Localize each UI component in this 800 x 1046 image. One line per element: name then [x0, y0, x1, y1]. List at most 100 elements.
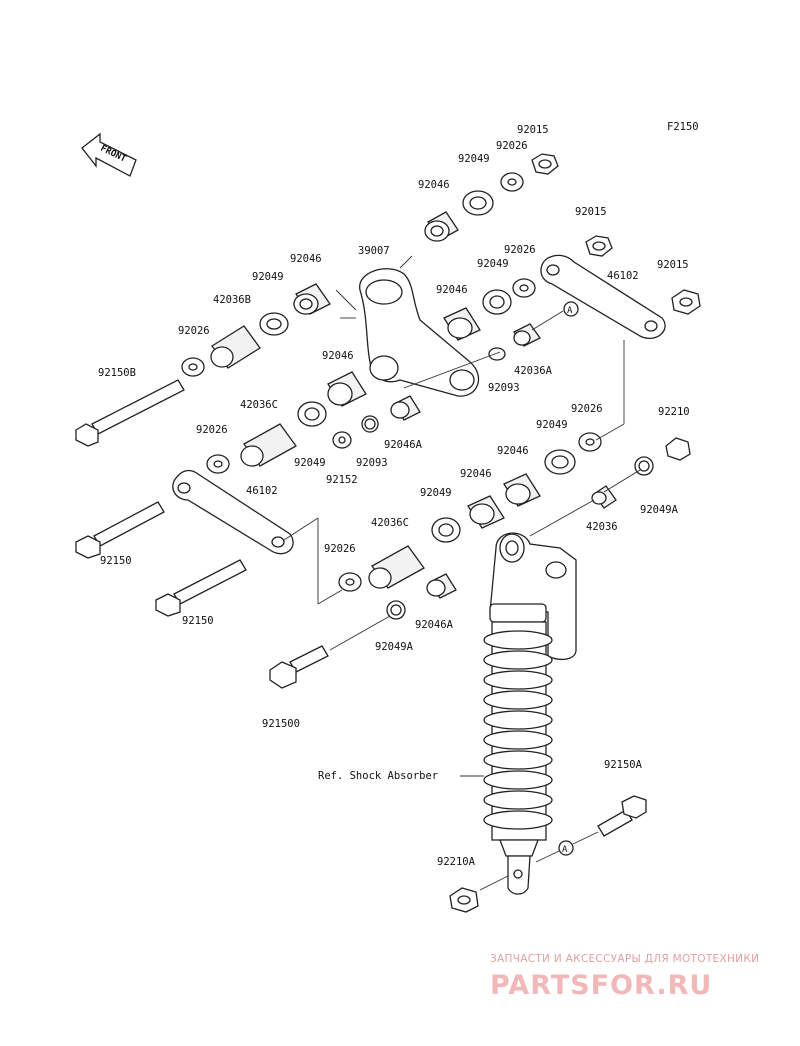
collar-42036c-upper: [240, 423, 297, 467]
callout-label: 92049A: [375, 641, 414, 653]
marker-a-upper: A: [563, 301, 579, 317]
marker-a-lower: A: [558, 840, 574, 856]
seal-92049a-right: [634, 456, 654, 476]
shock-spring: [483, 630, 553, 830]
callout-label: 92046: [497, 445, 529, 457]
callout-label: 92046: [460, 468, 492, 480]
callout-label: 92046: [290, 253, 322, 265]
callout-label: 92015: [575, 206, 607, 218]
callout-label: 92210A: [437, 856, 476, 868]
bearing-92046a-lower: [426, 573, 457, 599]
bearing-92046-mid: [443, 307, 481, 341]
figure-code: F2150: [667, 121, 699, 133]
callout-label: 92046: [418, 179, 450, 191]
callout-label: 92152: [326, 474, 358, 486]
callout-label: 92026: [504, 244, 536, 256]
marker-a-lower-label: A: [562, 845, 568, 855]
callout-label: 92046A: [384, 439, 423, 451]
callout-label: 92150B: [98, 367, 136, 379]
callout-labels: 92015 92026 92049 92046 92015 46102 9201…: [98, 124, 690, 868]
callout-label: 92150: [182, 615, 214, 627]
bolt-92150a: [597, 795, 647, 837]
callout-label: 92049: [536, 419, 568, 431]
callout-label: 92015: [657, 259, 689, 271]
bearing-92046-right: [503, 473, 541, 507]
bolt-92150-lower: [155, 559, 247, 617]
seal-92049-right: [544, 449, 576, 475]
callout-label: 92093: [356, 457, 388, 469]
ref-shock-absorber-label: Ref. Shock Absorber: [318, 770, 438, 782]
washer-92026-lower: [206, 454, 230, 474]
bearing-92046-lower: [327, 371, 367, 407]
callout-label: 92150: [100, 555, 132, 567]
callout-label: 92046A: [415, 619, 454, 631]
callout-label: 42036B: [213, 294, 251, 306]
watermark-brand: PARTSFOR.RU: [490, 970, 712, 1001]
bolt-92150b: [75, 379, 185, 447]
nut-92210a: [449, 887, 479, 913]
callout-label: 92049: [294, 457, 326, 469]
callout-label: 42036A: [514, 365, 553, 377]
seal-92049-left: [259, 312, 289, 336]
bearing-92046-right2: [467, 495, 505, 529]
callout-label: 92026: [178, 325, 210, 337]
washer-92152: [332, 431, 352, 449]
seal-92049-top: [462, 190, 494, 216]
nut-92210-right: [665, 437, 691, 461]
collar-42036b: [210, 325, 261, 369]
seal-92049-lower-right: [431, 517, 461, 543]
washer-92026-top: [500, 172, 524, 192]
callout-label: 92210: [658, 406, 690, 418]
callout-label: 92046: [436, 284, 468, 296]
callout-label: 921500: [262, 718, 300, 730]
tie-rod-46102-upper: [540, 254, 666, 339]
rocker-arm-39007: [359, 268, 480, 397]
washer-92026-left: [181, 357, 205, 377]
watermark-logo: ЗАПЧАСТИ И АКСЕССУАРЫ ДЛЯ МОТОТЕХНИКИ PA…: [490, 953, 759, 1001]
washer-92026-bottom: [338, 572, 362, 592]
washer-92026-right: [578, 432, 602, 452]
bolt-921500: [269, 645, 329, 689]
callout-label: 39007: [358, 245, 390, 257]
oring-92093-mid: [488, 347, 506, 361]
bolt-92150-upper: [75, 501, 165, 559]
callout-label: 42036C: [240, 399, 278, 411]
nut-92015-top: [531, 153, 559, 175]
collar-42036-right: [591, 485, 617, 509]
collar-42036c-lower: [368, 545, 425, 589]
callout-label: 92026: [571, 403, 603, 415]
leader-lines: [283, 255, 641, 891]
nut-92015-right: [671, 289, 701, 315]
callout-label: 92049A: [640, 504, 679, 516]
callout-label: 92049: [477, 258, 509, 270]
callout-label: 92049: [420, 487, 452, 499]
callout-label: 92049: [252, 271, 284, 283]
seal-92049a-lower: [386, 600, 406, 620]
callout-label: 92026: [324, 543, 356, 555]
seal-92049-mid: [482, 289, 512, 315]
watermark-tagline: ЗАПЧАСТИ И АКСЕССУАРЫ ДЛЯ МОТОТЕХНИКИ: [490, 953, 759, 965]
shock-absorber: [483, 532, 577, 895]
callout-label: 42036: [586, 521, 618, 533]
seal-92049-lower: [297, 401, 327, 427]
callout-label: 46102: [607, 270, 639, 282]
nut-92015-mid: [585, 235, 613, 257]
callout-label: 92015: [517, 124, 549, 136]
callout-label: 92093: [488, 382, 520, 394]
tie-rod-46102-lower: [172, 469, 294, 555]
callout-label: 42036C: [371, 517, 409, 529]
front-arrow-icon: FRONT: [81, 132, 137, 177]
bearing-92046a-upper: [390, 395, 421, 421]
bearing-92046-left: [293, 283, 331, 315]
marker-a-upper-label: A: [567, 306, 573, 316]
callout-label: 92046: [322, 350, 354, 362]
callout-label: 92026: [196, 424, 228, 436]
callout-label: 92049: [458, 153, 490, 165]
callout-label: 46102: [246, 485, 278, 497]
callout-label: 92150A: [604, 759, 643, 771]
bearing-92046-top: [424, 211, 459, 242]
callout-label: 92026: [496, 140, 528, 152]
oring-92093-lower: [361, 415, 379, 433]
washer-92026-mid: [512, 278, 536, 298]
